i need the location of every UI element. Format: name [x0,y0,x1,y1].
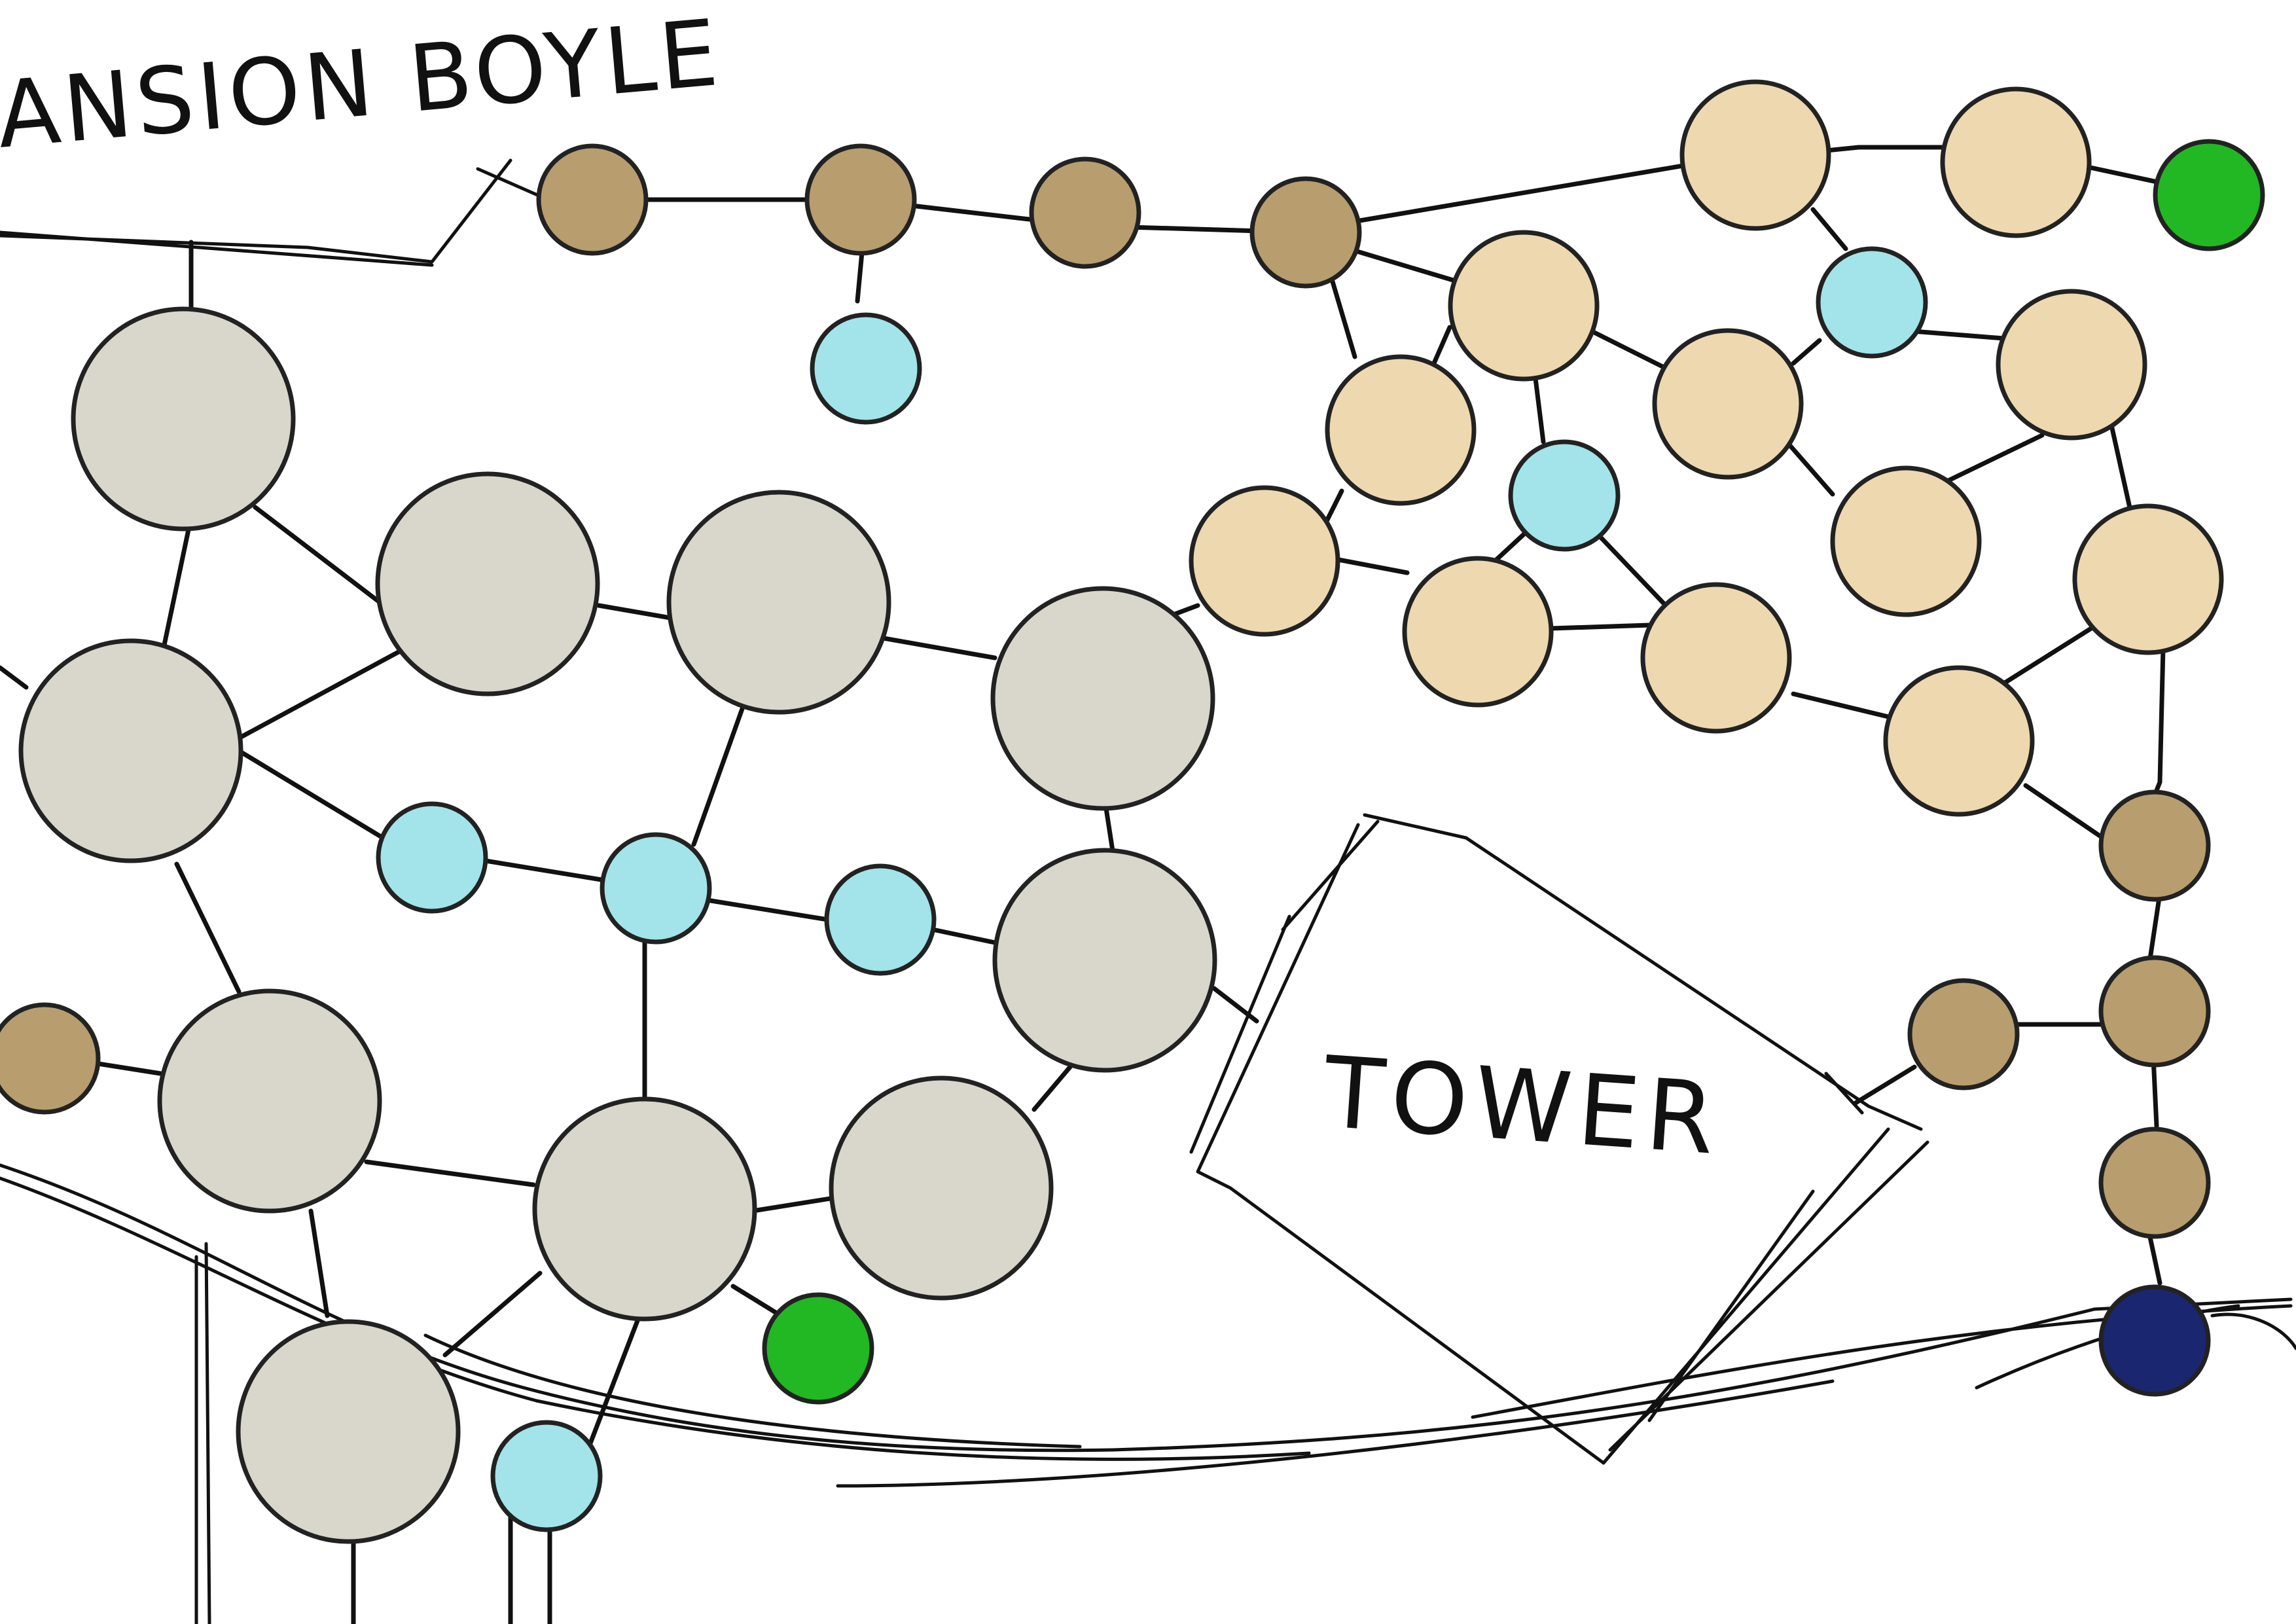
room-node-11[interactable] [1883,665,2035,817]
exit-node-bottom[interactable] [762,1292,874,1405]
edge-r1-j2 [1810,207,1848,251]
edge-bottom-stems [351,1509,552,1624]
large-room-node-4[interactable] [666,490,891,715]
edge-r9-r10 [1549,623,1652,631]
tower-outline [1189,813,1929,1465]
edge-r11-r12 [2000,626,2094,687]
edge-j2-r6 [1791,338,1822,366]
large-room-node-6[interactable] [157,988,382,1214]
edge-r3-r6 [1581,325,1678,376]
large-room-node-1[interactable] [71,306,296,532]
room-node-6[interactable] [1652,328,1804,480]
edge-L1-L3 [161,514,194,651]
edge-L4-L5 [881,636,997,660]
edge-r12-r13 [2151,645,2166,801]
large-room-node-8[interactable] [532,1096,757,1322]
corridor-node-4[interactable] [1249,176,1362,289]
entrance-node[interactable] [2098,1284,2211,1397]
exit-node-top[interactable] [2153,139,2265,251]
edge-j4-j5 [483,858,608,883]
edge-top-corridor [590,145,2212,235]
edge-c5-L6 [96,1061,163,1076]
junction-node-bottom[interactable] [490,1420,603,1532]
mansion-label: ANSION BOYLE [0,0,726,170]
room-node-5[interactable] [1325,354,1477,506]
edges [0,145,2296,1624]
tower-label: TOWER [1319,1036,1725,1177]
corridor-node-right-1[interactable] [2098,789,2211,902]
junction-node-left-1[interactable] [376,801,488,914]
edge-L2-L4 [596,603,677,621]
edge-c8-tower [1853,1064,1917,1106]
tower-sketch: TOWER [1189,813,1929,1465]
corridor-node-right-3[interactable] [1907,978,2020,1091]
edge-r3-j3 [1532,370,1546,444]
room-node-top-1[interactable] [1679,79,1831,231]
edge-r10-r11 [1791,691,1891,719]
edge-corridor-right [2147,891,2162,1286]
edge-r4-r7 [1945,433,2045,484]
junction-node-left-2[interactable] [600,832,712,945]
edge-r11-c6 [2023,783,2110,844]
large-room-node-5[interactable] [990,586,1215,811]
corridor-node-2[interactable] [804,143,917,256]
edge-r8-r9 [1336,557,1410,575]
room-node-4[interactable] [1996,289,2147,441]
large-room-node-9[interactable] [829,1075,1054,1301]
room-node-top-2[interactable] [1940,86,2092,238]
room-node-12[interactable] [2072,503,2224,655]
junction-node-top[interactable] [810,312,922,425]
edge-L8-j7 [586,1316,641,1449]
large-room-node-10[interactable] [236,1319,461,1544]
junction-node-cluster-1[interactable] [1816,246,1928,359]
edge-L1-L2 [253,505,382,605]
mansion-outline [0,158,565,267]
large-room-node-3[interactable] [18,638,243,863]
room-node-8[interactable] [1189,485,1340,637]
edge-j6-L7 [930,927,997,945]
nodes [0,79,2265,1544]
junction-node-left-3[interactable] [824,863,937,976]
edge-left-stub [0,665,29,690]
edge-L3-L2 [240,645,408,739]
edge-L6-L8 [364,1159,536,1187]
corridor-node-3[interactable] [1029,156,1141,269]
edge-j3-r10 [1594,531,1668,608]
edge-L3-j4 [240,750,386,840]
corridor-node-right-4[interactable] [2098,1127,2211,1239]
edge-L8-L9 [750,1195,837,1214]
edge-j5-j6 [704,897,831,922]
edge-L7-tower [1211,986,1259,1024]
edge-L3-L6 [174,861,242,994]
corridor-node-1[interactable] [536,143,649,256]
edge-L4-j5 [691,704,745,847]
edge-r5-r8 [1323,488,1344,526]
large-room-node-2[interactable] [375,471,600,696]
room-node-7[interactable] [1830,465,1982,617]
edge-L5-L7 [1103,806,1115,854]
edge-L9-L7 [1031,1064,1073,1112]
room-node-3[interactable] [1448,230,1600,382]
edge-r4-r13 [2108,420,2133,513]
edge-r6-r7 [1784,439,1835,497]
room-node-10[interactable] [1640,582,1792,734]
corridor-node-right-2[interactable] [2098,955,2211,1068]
edge-c4-r5 [1326,266,1357,359]
corridor-node-left[interactable] [0,1002,101,1115]
edge-L6-L10 [308,1208,330,1318]
junction-node-cluster-2[interactable] [1508,439,1621,552]
edge-L8-g2 [730,1284,778,1315]
edge-L8-L10 [442,1271,543,1358]
large-room-node-7[interactable] [992,848,1217,1073]
room-node-9[interactable] [1402,556,1554,708]
